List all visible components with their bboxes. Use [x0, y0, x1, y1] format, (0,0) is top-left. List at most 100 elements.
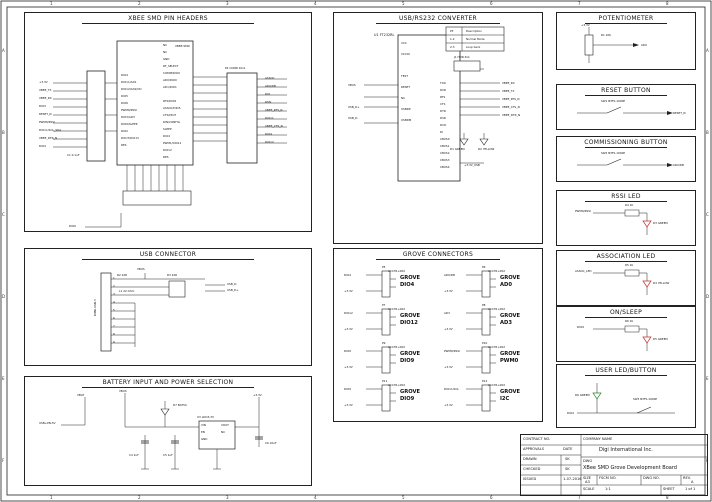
xbee-pin-right: RES [163, 155, 169, 159]
converter-pin-right: CTS [440, 102, 446, 106]
ruler-col-bottom: 2 [138, 495, 141, 500]
grove-connector-symbol [466, 270, 496, 298]
mode-row-1-b: Normal Mode [466, 37, 485, 41]
xbee-pin-left: DIO5 [121, 94, 128, 98]
xbee-pin-left: RES [121, 143, 127, 147]
ruler-col-bottom: 5 [402, 495, 405, 500]
grove-supply: +3.3V [344, 365, 353, 369]
user-led-panel: USER LED/BUTTON DIO4 D6 GREEN SW3 B3FS-1… [556, 364, 696, 428]
potentiometer-panel: POTENTIOMETER +3.3V R1 10K AD0 [556, 12, 696, 70]
grove-sub: AD3 [500, 320, 512, 326]
panel-title: GROVE CONNECTORS [334, 251, 542, 260]
grove-part: ACC35+002 [488, 307, 506, 311]
drawn-value: SK [565, 457, 570, 461]
panel-title: USB CONNECTOR [25, 251, 311, 260]
issued-label: ISSUED [523, 477, 537, 481]
grove-sub: PWM0 [500, 358, 519, 364]
xbee-net-right: ASSOC [265, 76, 275, 80]
grove-supply: +3.3V [444, 327, 453, 331]
converter-pin-left: VCC [401, 41, 407, 45]
grove-sub: I2C [500, 396, 510, 402]
converter-net-left: VBUS [348, 83, 356, 87]
ruler-col-top: 7 [578, 1, 581, 6]
grove-connector-symbol [466, 384, 496, 412]
battery-wiring [61, 393, 263, 470]
grove-connector-symbol [366, 270, 396, 298]
usb-pin-number: 5 [113, 308, 115, 312]
scale-label: SCALE [583, 487, 595, 491]
grove-part: ACC35+002 [388, 383, 406, 387]
xbee-cap-label: C1 0.1uF [67, 153, 80, 157]
ruler-row-left: D [2, 294, 6, 299]
led-label-1: D1 GREEN [450, 147, 465, 151]
ruler-row-right: D [706, 294, 710, 299]
battery-diode: D7 BAT54 [173, 403, 187, 407]
grove-supply: +3.3V [444, 289, 453, 293]
on-sleep-panel: ON/SLEEP DIO9 R6 1K D5 GREEN [556, 306, 696, 362]
ruler-col-top: 2 [138, 1, 141, 6]
grove-supply: +3.3V [444, 365, 453, 369]
xbee-net-left: DIO4 [39, 144, 46, 148]
grove-part: ACC35+002 [388, 345, 406, 349]
xbee-pin-right: NC [163, 43, 168, 47]
usb-pin-number: 8 [113, 332, 115, 336]
user-button: SW3 B3FS-1000P [633, 397, 658, 401]
grove-sub: DIO9 [400, 358, 415, 364]
xbee-net-left: DIO11/SCL_SDA [39, 128, 62, 132]
xbee-pin-left: DOUT/DIO13 [121, 136, 139, 140]
xbee-net-right: AD0/DB [265, 84, 276, 88]
ruler-col-top: 8 [666, 1, 669, 6]
ruler-row-left: F [2, 458, 5, 463]
xbee-pin-left: DIO6 [121, 101, 128, 105]
xbee-pin-right: RF_SELECT [163, 64, 179, 68]
size-value: A3 [585, 480, 590, 484]
usb-res-2: R3 22R [167, 273, 178, 277]
led-label-2: D2 YELLOW [478, 147, 495, 151]
battery-vbat: VBAT [77, 393, 85, 397]
converter-pin-left: USBDP [401, 107, 411, 111]
regulator-pin: NC [221, 430, 226, 434]
xbee-pin-right: AD1/DIO1 [163, 85, 177, 89]
assoc-wiring [593, 269, 652, 295]
xbee-bottom-net: DIO0 [69, 224, 76, 228]
grove-ref: P7 [382, 303, 386, 307]
usb-pin-number: 7 [113, 324, 115, 328]
ruler-row-left: E [2, 376, 5, 381]
ruler-row-right: C [706, 212, 709, 217]
mode-row-2-a: 2-3 [450, 45, 455, 49]
size-label: SIZE [583, 476, 592, 480]
converter-pin-left: RESET [401, 85, 410, 89]
date-label: DATE [563, 447, 573, 451]
title-block-grid [521, 435, 707, 495]
converter-pin-right: CBUS4 [440, 165, 450, 169]
grove-part: ACC35+002 [388, 307, 406, 311]
grove-name: GROVE [400, 313, 421, 319]
usb-ferrite: L1 22 Ohm [119, 289, 135, 293]
converter-pin-right: CBUS2 [440, 151, 450, 155]
approvals-label: APPROVALS [523, 447, 545, 451]
regulator-pin: VOUT [221, 423, 229, 427]
panel-title: COMMISSIONING BUTTON [557, 139, 695, 148]
battery-regulator: U3 LDO3.3V [197, 415, 214, 419]
xbee-net-right: DIO [265, 92, 271, 96]
grove-part: ACC35+002 [488, 345, 506, 349]
panel-title: ASSOCIATION LED [557, 253, 695, 262]
grove-ref: P10 [482, 341, 488, 345]
ruler-col-top: 3 [226, 1, 229, 6]
xbee-net-right: DIO4 [265, 132, 272, 136]
grove-sub: DIO4 [400, 282, 415, 288]
company-label: COMPANY NAME [583, 437, 613, 441]
rssi-res: R4 1K [625, 203, 634, 207]
mode-header-desc: Description [466, 29, 482, 33]
grove-part: ACC35+002 [488, 383, 506, 387]
ruler-col-bottom: 1 [50, 495, 53, 500]
title-block: CONTRACT NO. COMPANY NAME Digi Internati… [520, 434, 708, 496]
grove-supply: +3.3V [344, 327, 353, 331]
xbee-net-right: DIO12 [265, 140, 274, 144]
